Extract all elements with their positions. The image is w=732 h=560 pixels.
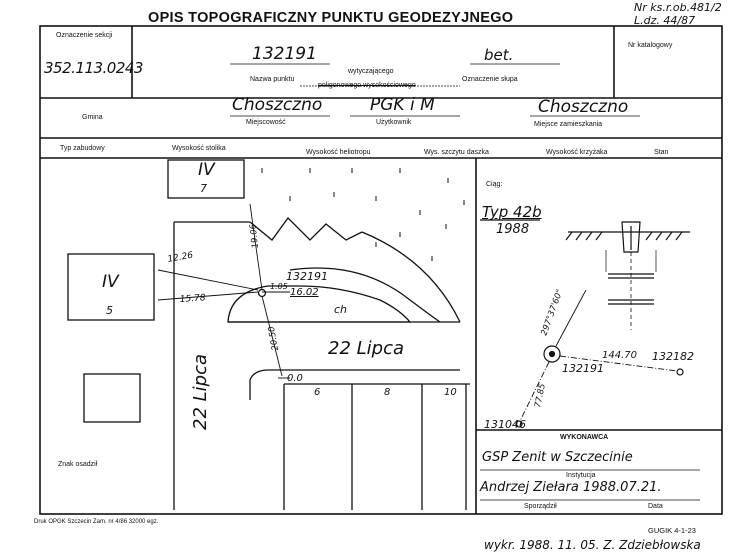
ref-ldz: L.dz. 44/87 xyxy=(634,14,696,27)
katalog-label: Nr katalogowy xyxy=(628,42,673,49)
print-info: Druk OPGK Szczecin Zam. nr 4/86 32000 eg… xyxy=(34,519,159,525)
tick-8: 8 xyxy=(384,387,391,398)
typ-value: Typ 42b xyxy=(482,203,542,221)
building-top-class: IV xyxy=(198,160,215,180)
instytucja-value: GSP Zenit w Szczecinie xyxy=(482,450,633,465)
uzytkownik-label: Użytkownik xyxy=(376,119,412,126)
street-label-side: 22 Lipca xyxy=(190,354,211,430)
wykr-note: wykr. 1988. 11. 05. Z. Zdziebłowska xyxy=(484,538,701,552)
point-symbol-sketch xyxy=(257,288,267,298)
wys-daszka-label: Wys. szczytu daszka xyxy=(424,149,489,156)
sketch-drawing xyxy=(67,159,470,510)
dist-1578: 15.78 xyxy=(180,293,207,305)
wykonawca-label: WYKONAWCA xyxy=(560,434,609,441)
point-symbol-east xyxy=(676,368,684,376)
sekcja-label: Oznaczenie sekcji xyxy=(56,32,113,39)
gmina-label: Gmina xyxy=(82,114,103,121)
ch-label: ch xyxy=(334,303,348,316)
miejscowosc-label: Miejscowość xyxy=(246,119,286,126)
building-left xyxy=(67,253,155,321)
ciag-label: Ciąg: xyxy=(486,181,503,188)
dist-east: 144.70 xyxy=(602,350,637,361)
building-small xyxy=(83,373,141,423)
slupek-value: bet. xyxy=(484,46,514,64)
dist-1226: 12.26 xyxy=(167,251,194,265)
tick-6: 6 xyxy=(314,387,321,398)
right-point-south: 131046 xyxy=(484,418,526,431)
wys-stolika-label: Wysokość stolika xyxy=(172,145,226,152)
sporzadzil-value: Andrzej Ziełara 1988.07.21. xyxy=(480,480,662,495)
angle-value: 297°37'60" xyxy=(539,288,565,337)
zamieszkanie-value: Choszczno xyxy=(538,97,629,117)
right-point-main: 132191 xyxy=(562,362,604,375)
ref-number: Nr ks.r.ob.481/2 xyxy=(634,1,722,14)
typ-year: 1988 xyxy=(496,222,530,237)
vegetation-marks xyxy=(261,168,465,261)
street-label-main: 22 Lipca xyxy=(328,338,405,359)
right-panel-drawing xyxy=(480,219,690,428)
building-left-number: 5 xyxy=(106,304,113,317)
form-frame xyxy=(39,25,723,515)
typ-zabudowy-label: Typ zabudowy xyxy=(60,145,105,152)
point-symbol-south xyxy=(515,420,523,428)
slupek-label: Oznaczenie słupa xyxy=(462,76,518,83)
zero-label: 0.0 xyxy=(287,373,303,384)
punkt-number: 132191 xyxy=(252,44,317,64)
uzytkownik-value: PGK i M xyxy=(370,95,435,115)
wys-krzyzaka-label: Wysokość krzyżaka xyxy=(546,149,608,156)
building-top xyxy=(167,159,245,199)
form-title: OPIS TOPOGRAFICZNY PUNKTU GEODEZYJNEGO xyxy=(148,10,514,26)
stan-label: Stan xyxy=(654,149,669,156)
nazwa-type-line1: wytyczającego xyxy=(348,68,394,75)
zamieszkanie-label: Miejsce zamieszkania xyxy=(534,121,603,128)
tick-10: 10 xyxy=(444,387,457,398)
dist-south: 77.85 xyxy=(533,383,548,409)
sporzadzil-label: Sporządził xyxy=(524,503,557,510)
sekcja-value: 352.113.0243 xyxy=(44,59,143,77)
right-point-east: 132182 xyxy=(652,350,694,363)
miejscowosc-value: Choszczno xyxy=(232,95,323,115)
data-label: Data xyxy=(648,503,663,510)
dist-1906: 19.06 xyxy=(248,223,261,249)
nazwa-type-line2: poligonowego wysokościowego xyxy=(318,82,416,89)
dist-105: 1.05 xyxy=(270,282,288,291)
form-code: GUGIK 4-1-23 xyxy=(648,526,696,535)
znak-label: Znak osadził xyxy=(58,461,98,468)
dist-2050: 20.50 xyxy=(267,326,281,352)
dist-1602: 16.02 xyxy=(290,287,319,298)
instytucja-label: Instytucja xyxy=(566,472,596,479)
building-top-number: 7 xyxy=(200,182,207,195)
point-symbol-main xyxy=(543,345,561,363)
wys-helio-label: Wysokość heliotropu xyxy=(306,149,371,156)
nazwa-label: Nazwa punktu xyxy=(250,76,295,83)
building-left-class: IV xyxy=(102,272,119,292)
sketch-point-number: 132191 xyxy=(286,270,328,283)
